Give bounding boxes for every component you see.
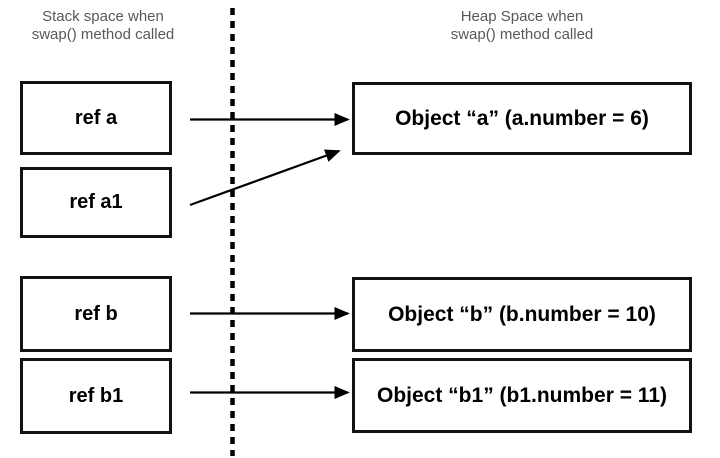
stack-box-ref-a[interactable]: ref a (20, 81, 172, 155)
heap-box-object-b[interactable]: Object “b” (b.number = 10) (352, 277, 692, 352)
arrow-ref-a1-to-object-a (189, 149, 341, 207)
heap-box-object-b1[interactable]: Object “b1” (b1.number = 11) (352, 358, 692, 433)
stack-box-ref-a-label: ref a (74, 106, 118, 129)
heap-box-object-a[interactable]: Object “a” (a.number = 6) (352, 82, 692, 155)
heap-box-object-a-label: Object “a” (a.number = 6) (395, 106, 649, 130)
stack-box-ref-b-label: ref b (74, 302, 118, 325)
stack-box-ref-a1[interactable]: ref a1 (20, 167, 172, 238)
heap-box-object-b-label: Object “b” (b.number = 10) (388, 302, 656, 326)
stack-box-ref-b1-label: ref b1 (68, 384, 124, 407)
stack-box-ref-a1-label: ref a1 (69, 191, 123, 213)
heap-box-object-b1-label: Object “b1” (b1.number = 11) (377, 383, 667, 407)
stack-space-title: Stack space when swap() method called (31, 8, 175, 43)
stack-box-ref-b1[interactable]: ref b1 (20, 358, 172, 434)
heap-space-title: Heap Space when swap() method called (450, 8, 594, 43)
stack-box-ref-b[interactable]: ref b (20, 276, 172, 352)
